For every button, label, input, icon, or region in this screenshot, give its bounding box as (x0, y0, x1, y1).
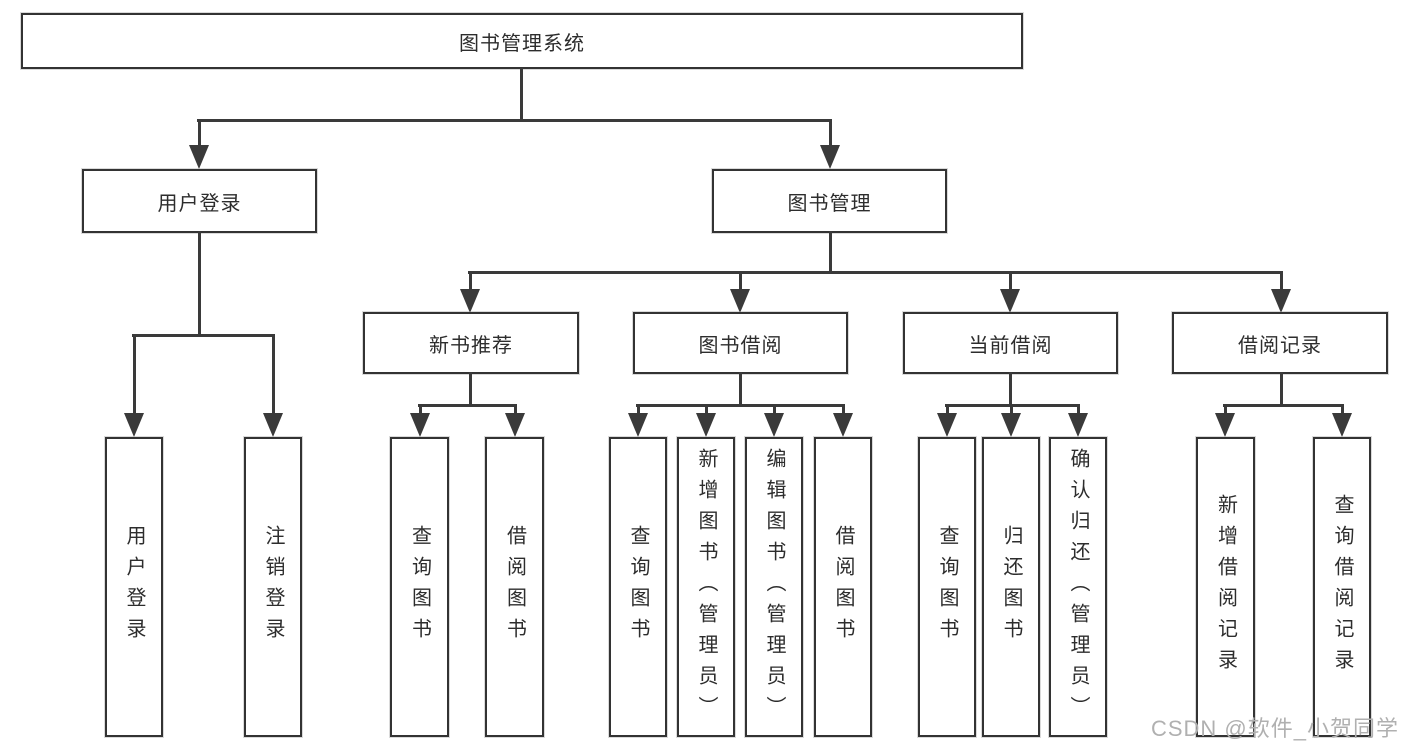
arrow-down-icon (263, 413, 283, 437)
arrow-down-icon (1001, 413, 1021, 437)
leaf-label: 新增图书（管理员） (695, 447, 717, 727)
connector-drop (637, 404, 640, 418)
node-borrow-records: 借阅记录 (1172, 312, 1388, 374)
leaf-label: 查询借阅记录 (1331, 494, 1353, 680)
connector-user-login-stem (198, 231, 201, 337)
arrow-down-icon (189, 145, 209, 169)
node-library-management-system: 图书管理系统 (21, 13, 1023, 69)
leaf-label: 借阅图书 (832, 525, 854, 649)
connector-new-book-rail (418, 404, 517, 407)
connector-drop (1280, 271, 1283, 291)
connector-root-stem (520, 68, 523, 122)
leaf-logout: 注销登录 (244, 437, 302, 737)
leaf-query-book-recommend: 查询图书 (390, 437, 449, 737)
leaf-label: 新增借阅记录 (1214, 494, 1237, 680)
leaf-label: 注销登录 (262, 525, 284, 649)
connector-user-login-rail (132, 334, 275, 337)
arrow-down-icon (505, 413, 525, 437)
connector-book-borrow-rail (636, 404, 845, 407)
arrow-down-icon (628, 413, 648, 437)
connector-drop (1224, 404, 1227, 418)
arrow-down-icon (1332, 413, 1352, 437)
leaf-edit-book-admin: 编辑图书（管理员） (745, 437, 803, 737)
leaf-label: 归还图书 (1000, 525, 1022, 649)
node-book-management: 图书管理 (712, 169, 947, 233)
node-label: 图书管理 (787, 192, 872, 215)
leaf-query-borrow-record: 查询借阅记录 (1313, 437, 1371, 737)
arrow-down-icon (410, 413, 430, 437)
connector-drop (842, 404, 845, 418)
arrow-down-icon (833, 413, 853, 437)
leaf-label: 查询图书 (936, 525, 958, 649)
arrow-down-icon (124, 413, 144, 437)
connector-drop (133, 334, 136, 414)
arrow-down-icon (1068, 413, 1088, 437)
node-label: 图书管理系统 (459, 32, 585, 55)
node-label: 新书推荐 (429, 334, 513, 357)
leaf-query-book-borrow: 查询图书 (609, 437, 667, 737)
arrow-down-icon (1215, 413, 1235, 437)
connector-book-mgmt-rail (468, 271, 1283, 274)
leaf-label: 确认归还（管理员） (1067, 447, 1089, 727)
leaf-label: 查询图书 (627, 525, 649, 649)
leaf-label: 借阅图书 (503, 525, 526, 649)
connector-drop (419, 404, 422, 418)
connector-drop (272, 334, 275, 414)
connector-drop (773, 404, 776, 418)
leaf-add-borrow-record: 新增借阅记录 (1196, 437, 1255, 737)
connector-drop (829, 119, 832, 149)
arrow-down-icon (937, 413, 957, 437)
node-label: 借阅记录 (1238, 334, 1322, 357)
leaf-add-book-admin: 新增图书（管理员） (677, 437, 735, 737)
node-current-borrow: 当前借阅 (903, 312, 1118, 374)
connector-new-book-stem (469, 372, 472, 407)
leaf-query-book-current: 查询图书 (918, 437, 976, 737)
arrow-down-icon (730, 289, 750, 313)
connector-book-borrow-stem (739, 372, 742, 407)
connector-root-rail (197, 119, 832, 122)
connector-drop (1009, 271, 1012, 291)
connector-drop (1341, 404, 1344, 418)
connector-current-borrow-stem (1009, 372, 1012, 407)
leaf-label: 查询图书 (408, 525, 431, 649)
node-user-login: 用户登录 (82, 169, 317, 233)
leaf-return-book: 归还图书 (982, 437, 1040, 737)
connector-drop (739, 271, 742, 291)
arrow-down-icon (764, 413, 784, 437)
connector-drop (705, 404, 708, 418)
arrow-down-icon (696, 413, 716, 437)
node-label: 用户登录 (157, 192, 242, 215)
leaf-user-login: 用户登录 (105, 437, 163, 737)
leaf-label: 编辑图书（管理员） (763, 447, 785, 727)
connector-drop (1010, 404, 1013, 418)
connector-drop (469, 271, 472, 291)
node-label: 当前借阅 (968, 334, 1053, 357)
connector-drop (198, 119, 201, 149)
csdn-watermark: CSDN @软件_小贺同学 (1150, 716, 1399, 741)
leaf-borrow-book: 借阅图书 (814, 437, 872, 737)
connector-drop (1077, 404, 1080, 418)
connector-drop (946, 404, 949, 418)
connector-book-mgmt-stem (829, 231, 832, 274)
connector-borrow-records-stem (1280, 372, 1283, 407)
arrow-down-icon (460, 289, 480, 313)
arrow-down-icon (1271, 289, 1291, 313)
arrow-down-icon (820, 145, 840, 169)
leaf-confirm-return-admin: 确认归还（管理员） (1049, 437, 1107, 737)
leaf-borrow-book-recommend: 借阅图书 (485, 437, 544, 737)
arrow-down-icon (1000, 289, 1020, 313)
node-label: 图书借阅 (698, 334, 783, 357)
connector-borrow-records-rail (1223, 404, 1344, 407)
leaf-label: 用户登录 (123, 525, 145, 649)
connector-drop (514, 404, 517, 418)
node-book-borrow: 图书借阅 (633, 312, 848, 374)
node-new-book-recommend: 新书推荐 (363, 312, 579, 374)
